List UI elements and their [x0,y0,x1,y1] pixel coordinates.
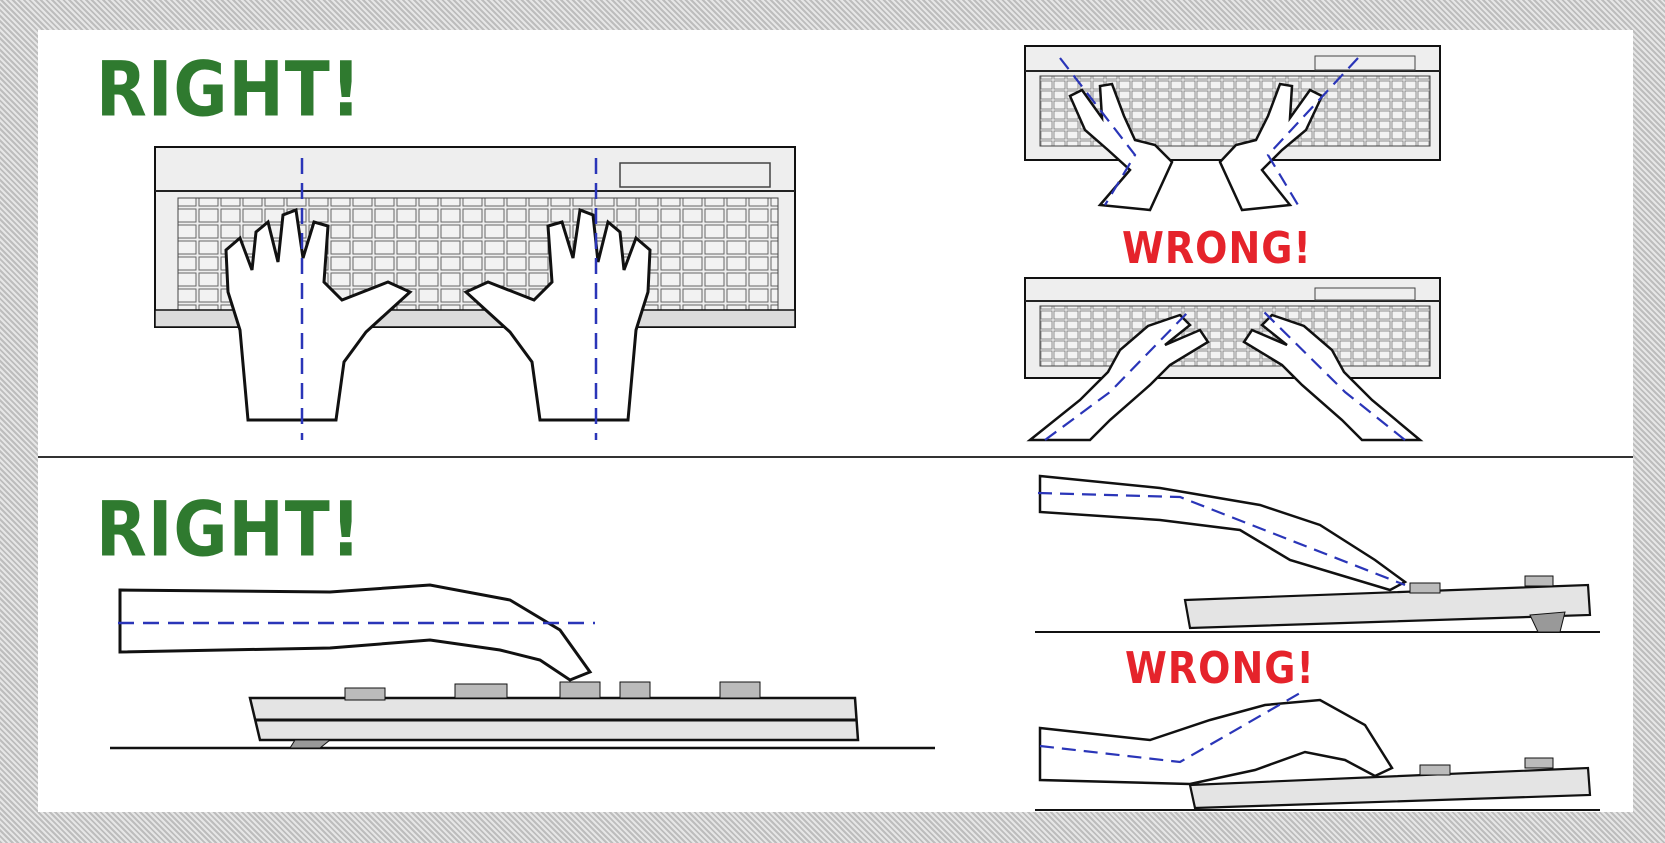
keyboard-top-view-wrong-inward [1025,278,1440,378]
keyboard-side-view-wrong-down [1035,576,1600,632]
keyboard-side-view-correct [110,682,935,748]
hand-side-correct [120,585,590,680]
hand-side-wrong-down [1040,476,1405,590]
